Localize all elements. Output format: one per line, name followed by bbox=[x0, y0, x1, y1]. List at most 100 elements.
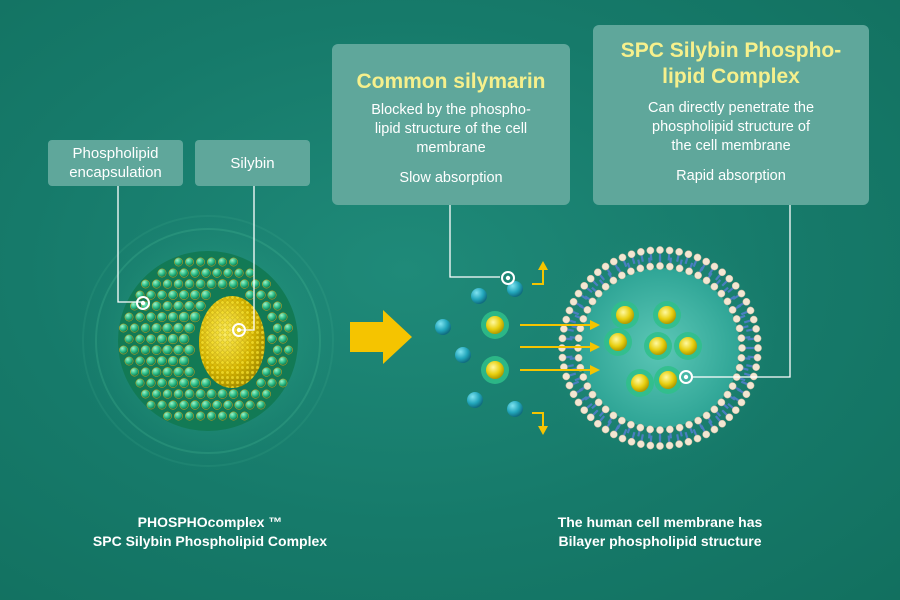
lipid-head bbox=[609, 257, 618, 266]
lipid-head bbox=[646, 441, 655, 450]
pointer-dot-phospholipid bbox=[136, 296, 150, 310]
lipid-head bbox=[717, 289, 726, 298]
lipid-head bbox=[173, 279, 184, 289]
lipid-head bbox=[267, 378, 277, 388]
arrow-right-icon bbox=[350, 310, 412, 364]
lipid-head bbox=[256, 400, 266, 410]
lipid-head bbox=[601, 425, 610, 434]
lipid-head bbox=[256, 290, 266, 300]
lipid-head bbox=[278, 334, 288, 344]
lipid-head bbox=[693, 434, 702, 443]
lipid-head bbox=[675, 440, 683, 448]
lipid-head bbox=[272, 345, 283, 355]
lipid-head bbox=[190, 400, 200, 410]
lipid-head bbox=[206, 279, 217, 289]
lipid-head bbox=[618, 416, 626, 425]
lipid-head bbox=[558, 334, 567, 343]
lipid-head bbox=[588, 297, 597, 306]
lipid-head bbox=[162, 389, 173, 399]
lipid-head bbox=[168, 290, 178, 300]
caption-right-line2: Bilayer phospholipid structure bbox=[558, 533, 762, 549]
lipid-head bbox=[167, 311, 179, 323]
lipid-head bbox=[702, 411, 711, 420]
lipid-head bbox=[737, 334, 746, 342]
lipid-head bbox=[737, 398, 746, 407]
lipid-head bbox=[124, 312, 134, 322]
lipid-head bbox=[140, 345, 151, 355]
lipid-head bbox=[627, 267, 635, 276]
lipid-head bbox=[201, 268, 211, 278]
lipid-head bbox=[737, 289, 746, 298]
complex-particles-outside bbox=[481, 311, 509, 384]
lipid-head bbox=[179, 400, 189, 410]
lipid-head bbox=[272, 323, 283, 333]
lipid-head bbox=[656, 442, 664, 450]
lipid-head bbox=[731, 406, 740, 415]
lipid-head bbox=[574, 398, 583, 407]
lipid-head bbox=[574, 289, 583, 298]
lipid-head bbox=[718, 268, 727, 277]
lipid-head bbox=[239, 279, 250, 289]
card-common-desc-line3: membrane bbox=[416, 140, 486, 156]
lipid-head bbox=[146, 312, 156, 322]
caption-left: PHOSPHOcomplex ™ SPC Silybin Phospholipi… bbox=[60, 513, 360, 551]
lipid-head bbox=[267, 334, 277, 344]
lipid-head bbox=[173, 322, 184, 334]
lipid-head bbox=[702, 276, 711, 285]
lipid-head bbox=[594, 398, 603, 407]
lipid-head bbox=[229, 257, 238, 267]
lipid-head bbox=[284, 323, 293, 333]
lipid-head bbox=[656, 426, 664, 434]
card-common-absorption: Slow absorption bbox=[399, 170, 503, 186]
lipid-head bbox=[656, 246, 664, 254]
lipid-head bbox=[184, 300, 195, 312]
lipid-head bbox=[574, 334, 583, 342]
pointer-dot-silybin bbox=[232, 323, 246, 337]
lipid-head bbox=[179, 378, 189, 388]
lipid-head bbox=[234, 400, 244, 410]
lipid-head bbox=[245, 268, 255, 278]
lipid-head bbox=[217, 279, 228, 289]
phospholipid-sphere bbox=[118, 251, 298, 431]
lipid-head bbox=[146, 400, 156, 410]
lipid-head bbox=[157, 290, 167, 300]
lipid-head bbox=[212, 400, 222, 410]
card-spc-title-line2: lipid Complex bbox=[662, 65, 800, 88]
lipid-head bbox=[212, 268, 222, 278]
lipid-head bbox=[135, 334, 145, 344]
lipid-head bbox=[151, 367, 162, 377]
lipid-head bbox=[167, 333, 179, 345]
lipid-head bbox=[685, 267, 693, 276]
lipid-head bbox=[201, 290, 211, 300]
lipid-head bbox=[710, 405, 719, 414]
lipid-head bbox=[196, 257, 205, 267]
lipid-head bbox=[569, 297, 578, 306]
lipid-head bbox=[168, 400, 178, 410]
lipid-head bbox=[119, 323, 128, 333]
card-spc-absorption: Rapid absorption bbox=[676, 168, 786, 184]
lipid-head bbox=[710, 262, 719, 271]
lipid-head bbox=[129, 345, 140, 355]
lipid-head bbox=[565, 306, 574, 315]
lipid-head bbox=[728, 382, 737, 390]
lipid-head bbox=[157, 334, 167, 344]
lipid-head bbox=[749, 315, 758, 324]
lipid-head bbox=[135, 356, 145, 366]
lipid-head bbox=[162, 322, 173, 334]
card-common-silymarin: Common silymarin Blocked by the phospho-… bbox=[332, 44, 570, 205]
lipid-head bbox=[666, 425, 674, 434]
lipid-head bbox=[206, 411, 217, 421]
lipid-head bbox=[593, 419, 602, 428]
lipid-head bbox=[278, 378, 288, 388]
lipid-head bbox=[162, 301, 173, 311]
lipid-head bbox=[278, 312, 288, 322]
lipid-head bbox=[262, 279, 271, 289]
lipid-head bbox=[173, 389, 184, 399]
lipid-head bbox=[738, 344, 746, 352]
lipid-head bbox=[618, 271, 626, 280]
lipid-head bbox=[124, 356, 134, 366]
caption-right: The human cell membrane has Bilayer phos… bbox=[510, 513, 810, 551]
connector-common bbox=[449, 205, 500, 278]
lipid-head bbox=[666, 262, 674, 271]
lipid-head bbox=[184, 389, 195, 399]
